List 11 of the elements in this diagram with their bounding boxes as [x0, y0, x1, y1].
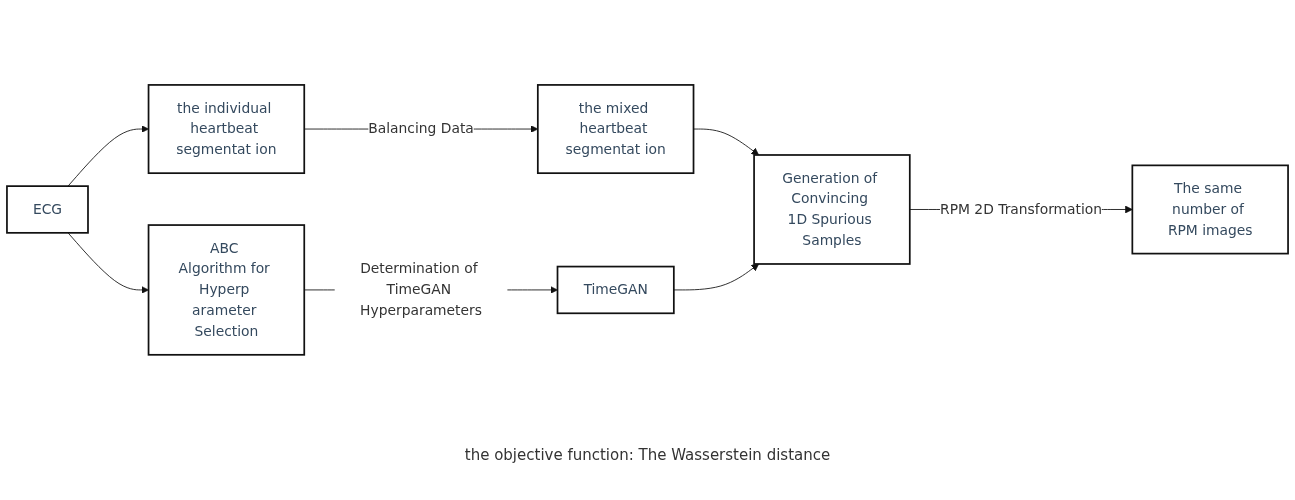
node-box: TimeGAN: [556, 265, 675, 315]
node-box: the individual heartbeat segmentat ion: [147, 84, 306, 175]
edge-label: Determination of TimeGAN Hyperparameters: [360, 260, 482, 319]
node-box: The same number of RPM images: [1131, 164, 1289, 255]
node-box: Generation of Convincing 1D Spurious Samples: [753, 154, 911, 265]
node-box: ABC Algorithm for Hyperp arameter Selection: [147, 224, 306, 356]
node-box: ECG: [6, 185, 89, 234]
node-box: the mixed heartbeat segmentat ion: [536, 84, 695, 175]
edge-label: RPM 2D Transformation: [940, 200, 1103, 218]
note-text: the objective function: The Wasserstein distance: [464, 446, 831, 464]
edge-label: Balancing Data: [368, 120, 474, 137]
